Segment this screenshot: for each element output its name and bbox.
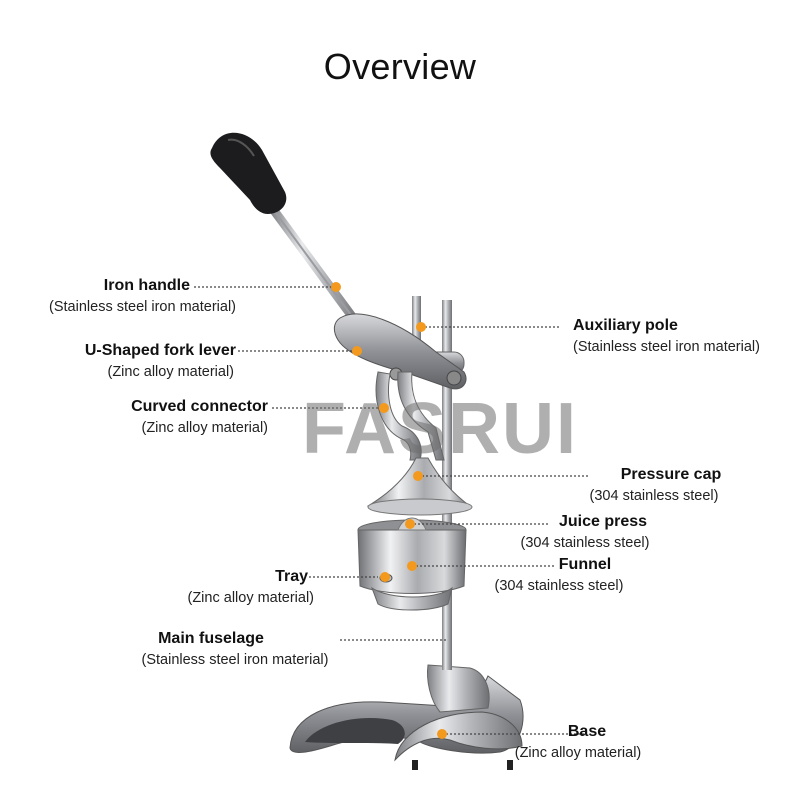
auxiliary-pole-marker <box>416 322 426 332</box>
fork-lever-marker <box>352 346 362 356</box>
label-pressure-cap: Pressure cap (304 stainless steel) <box>560 466 740 504</box>
label-iron-handle: Iron handle (Stainless steel iron materi… <box>26 277 236 315</box>
part-material: (Stainless steel iron material) <box>126 652 344 668</box>
part-material: (Zinc alloy material) <box>500 745 656 761</box>
part-material: (Zinc alloy material) <box>60 420 268 436</box>
part-name: Auxiliary pole <box>573 317 760 335</box>
part-name: Main fuselage <box>126 630 344 648</box>
label-u-shaped-fork-lever: U-Shaped fork lever (Zinc alloy material… <box>40 342 236 380</box>
label-main-fuselage: Main fuselage (Stainless steel iron mate… <box>126 630 344 668</box>
part-name: Curved connector <box>60 398 268 416</box>
label-funnel: Funnel (304 stainless steel) <box>474 556 644 594</box>
label-auxiliary-pole: Auxiliary pole (Stainless steel iron mat… <box>573 317 760 355</box>
part-name: Base <box>500 723 656 741</box>
part-name: Juice press <box>500 513 670 531</box>
curved-connector-marker <box>379 403 389 413</box>
part-material: (Stainless steel iron material) <box>573 339 760 355</box>
iron-handle-marker <box>331 282 341 292</box>
part-material: (Zinc alloy material) <box>40 364 236 380</box>
watermark: FASRUI <box>300 388 580 470</box>
funnel-marker <box>407 561 417 571</box>
label-curved-connector: Curved connector (Zinc alloy material) <box>60 398 268 436</box>
part-name: Funnel <box>474 556 644 574</box>
part-material: (Stainless steel iron material) <box>26 299 236 315</box>
part-material: (304 stainless steel) <box>474 578 644 594</box>
part-name: Iron handle <box>26 277 236 295</box>
part-name: Pressure cap <box>560 466 740 484</box>
base-marker <box>437 729 447 739</box>
label-base: Base (Zinc alloy material) <box>500 723 656 761</box>
part-material: (304 stainless steel) <box>500 535 670 551</box>
pressure-cap-marker <box>413 471 423 481</box>
base-shape <box>290 665 523 770</box>
part-name: Tray <box>160 568 314 586</box>
part-name: U-Shaped fork lever <box>40 342 236 360</box>
part-material: (Zinc alloy material) <box>160 590 314 606</box>
label-juice-press: Juice press (304 stainless steel) <box>500 513 670 551</box>
juice-press-marker <box>405 519 415 529</box>
part-material: (304 stainless steel) <box>560 488 740 504</box>
tray-marker <box>380 572 390 582</box>
label-tray: Tray (Zinc alloy material) <box>160 568 314 606</box>
